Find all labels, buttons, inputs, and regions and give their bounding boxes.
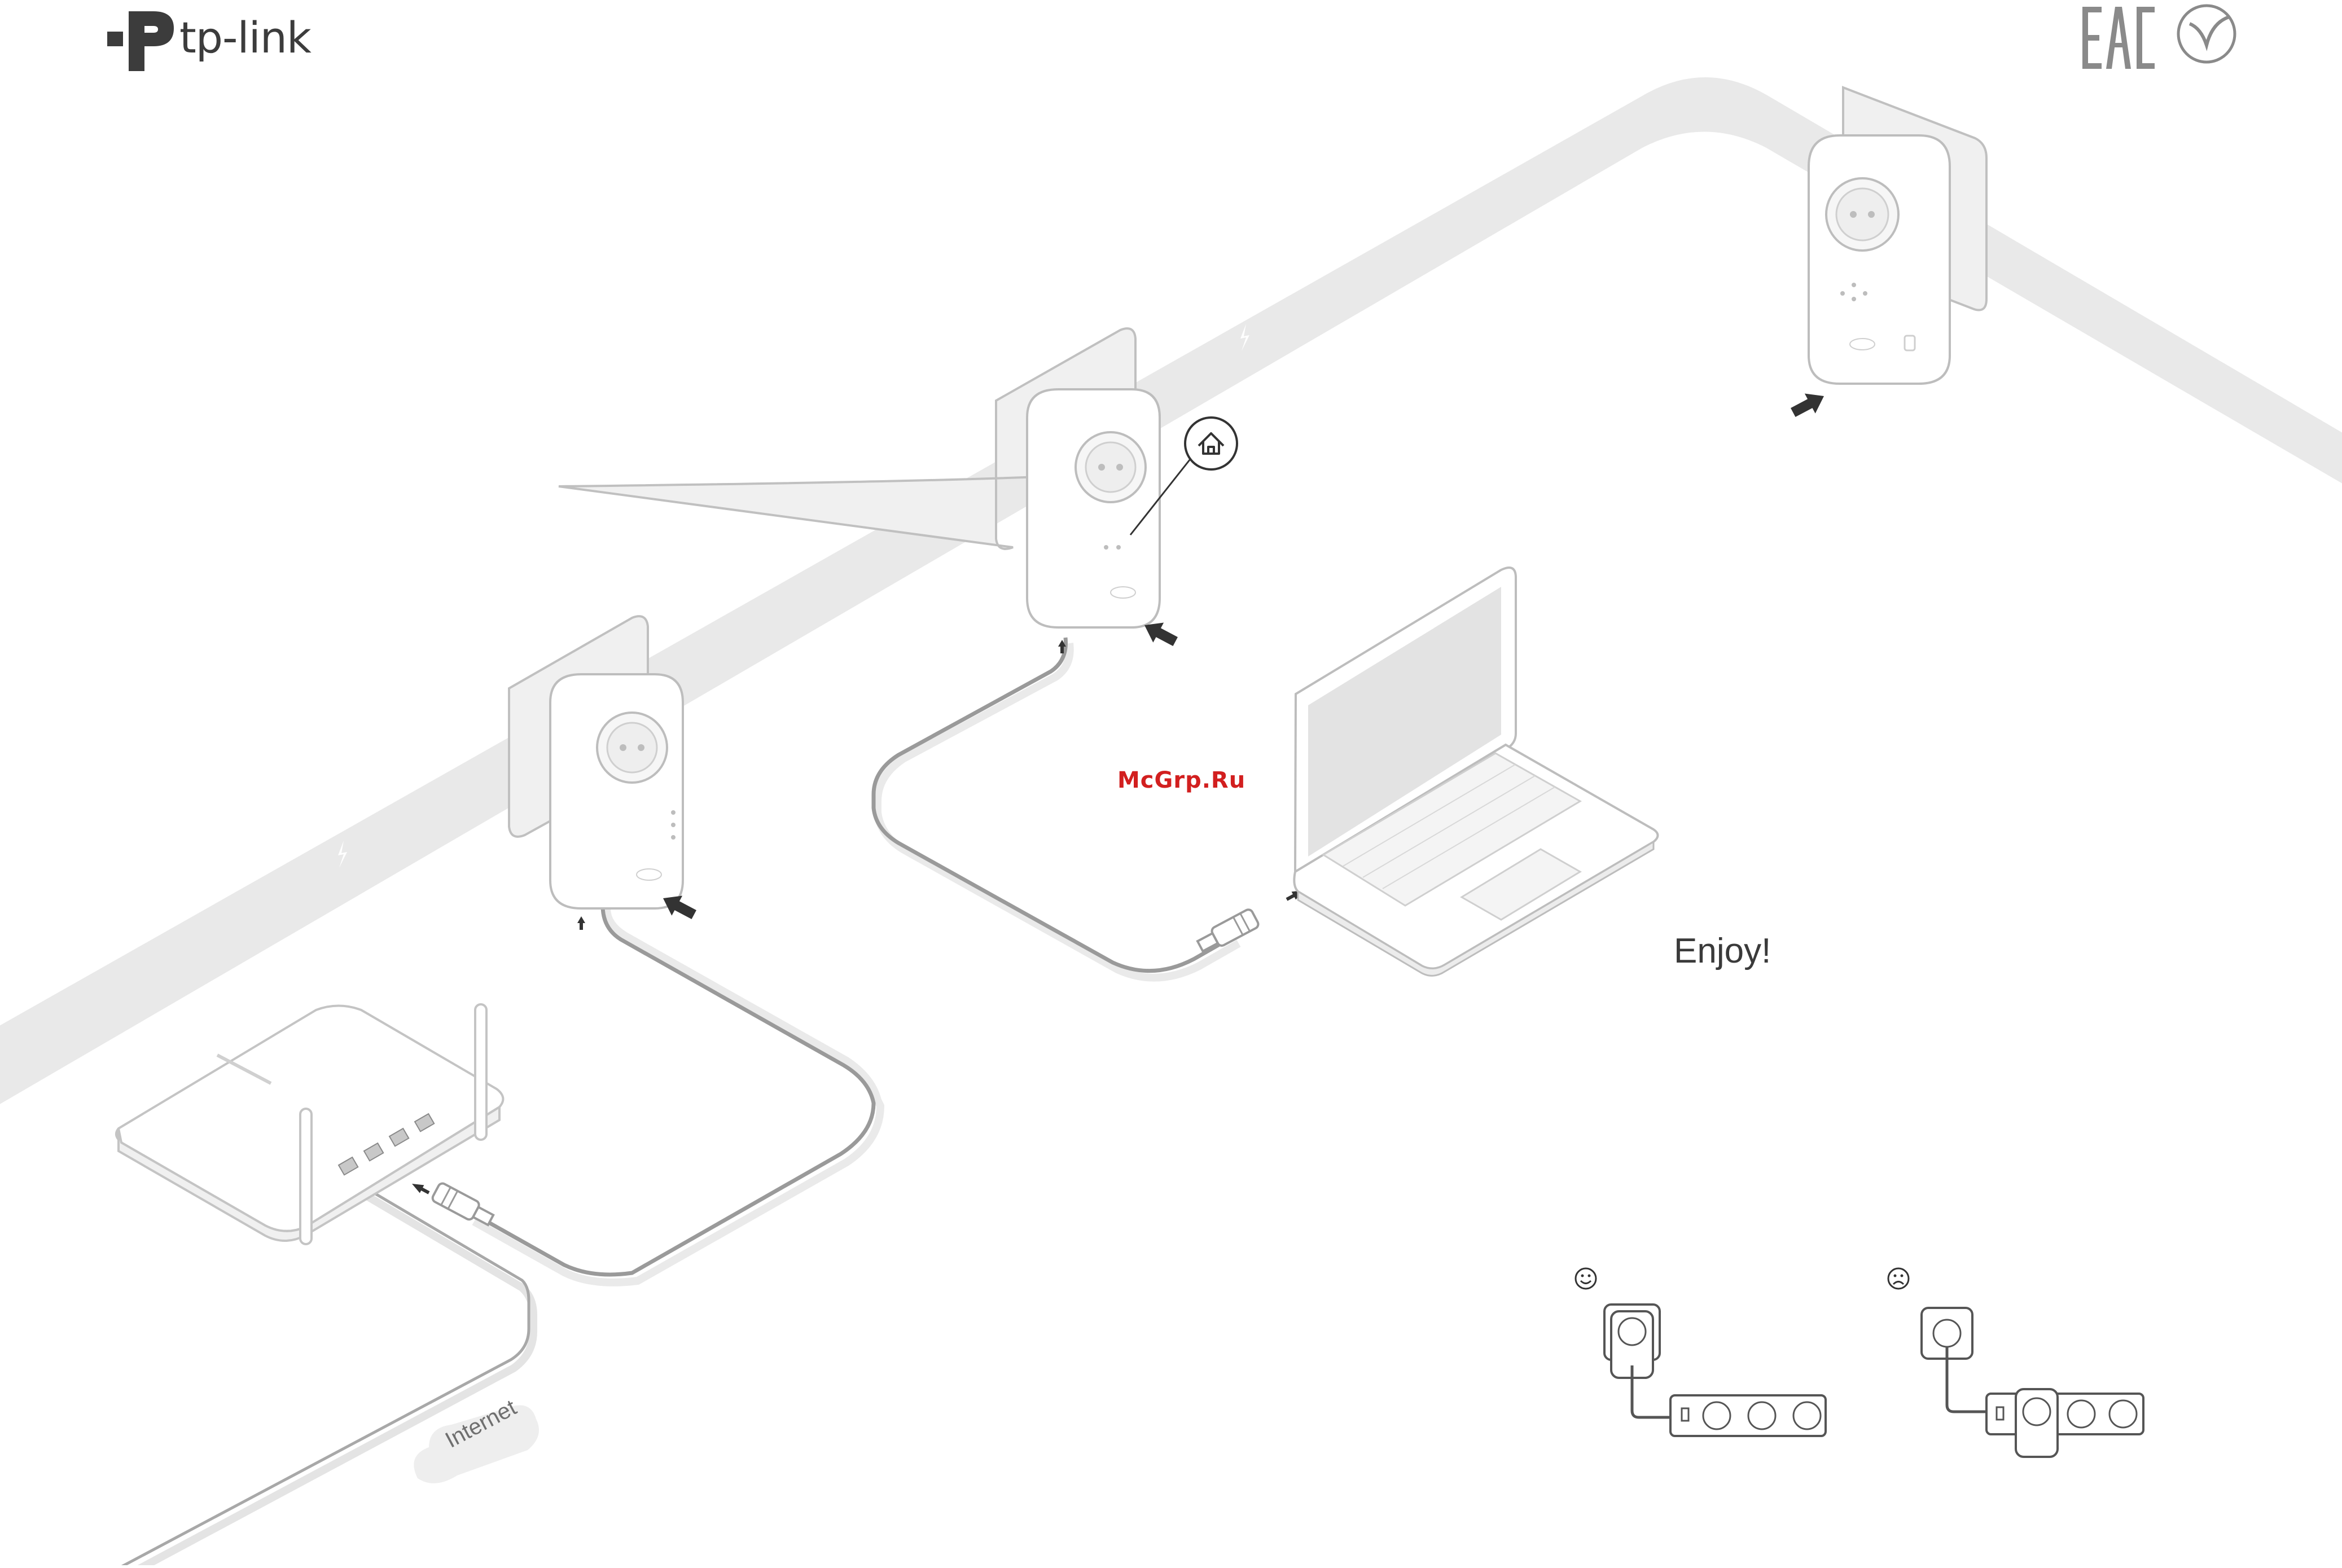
internet-cable	[119, 1182, 533, 1565]
watermark: McGrp.Ru	[1117, 767, 1245, 793]
sad-face-icon	[1888, 1268, 1909, 1289]
ethernet-plug-router	[431, 1182, 495, 1229]
push-arrow-icon	[577, 916, 585, 930]
inset-illustrations	[1576, 1268, 2143, 1457]
ethernet-cable-router	[474, 908, 880, 1282]
smiley-face-icon	[1576, 1268, 1596, 1289]
push-arrow-icon	[410, 1180, 431, 1197]
enjoy-label: Enjoy!	[1674, 931, 1771, 971]
brand-name: tp-link	[179, 12, 311, 63]
push-arrow-icon	[1788, 386, 1830, 422]
tp-link-logo-mark	[107, 11, 174, 71]
ua-conformity-mark	[2178, 6, 2235, 62]
incorrect-usage	[1922, 1308, 2143, 1457]
router-antenna	[475, 1004, 486, 1140]
router-antenna	[300, 1109, 312, 1244]
ethernet-cable-laptop	[878, 643, 1239, 978]
eac-mark	[2082, 7, 2155, 69]
powerline-adapter-remote	[1809, 87, 1986, 384]
power-line-wall	[0, 77, 2342, 1117]
correct-usage	[1604, 1305, 1826, 1436]
house-pair-icon	[1185, 418, 1237, 469]
laptop	[1294, 568, 1657, 976]
